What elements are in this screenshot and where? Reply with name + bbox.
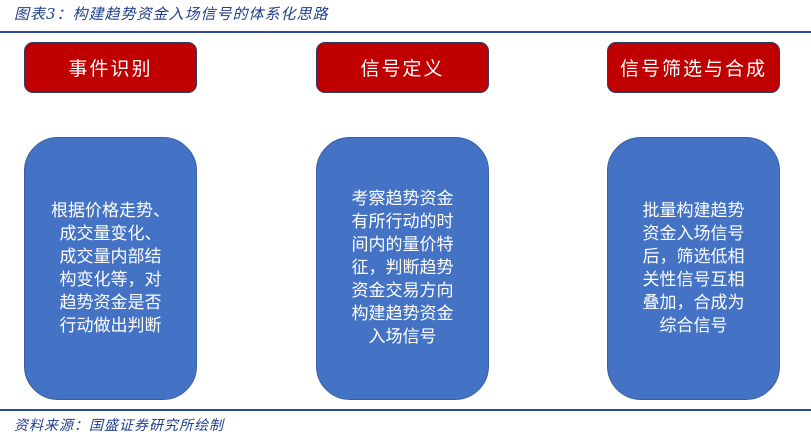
body-line: 叠加，合成为 bbox=[642, 292, 745, 313]
body-line: 行动做出判断 bbox=[59, 315, 162, 336]
figure-title: 图表3：构建趋势资金入场信号的体系化思路 bbox=[14, 5, 329, 23]
body-text: 考察趋势资金 有所行动的时 间内的量价特 征，判断趋势 资金交易方向 构建趋势资… bbox=[352, 188, 454, 349]
body-event-identification: 根据价格走势、 成交量变化、 成交量内部结 构变化等，对 趋势资金是否 行动做出… bbox=[24, 137, 197, 400]
top-divider bbox=[0, 31, 811, 33]
body-line: 资金交易方向 bbox=[351, 281, 454, 301]
body-line: 趋势资金是否 bbox=[59, 292, 162, 313]
body-line: 根据价格走势、 bbox=[51, 200, 170, 221]
body-line: 资金入场信号 bbox=[642, 223, 745, 244]
body-text: 批量构建趋势 资金入场信号 后，筛选低相 关性信号互相 叠加，合成为 综合信号 bbox=[643, 200, 745, 338]
header-label: 信号定义 bbox=[360, 58, 445, 80]
body-line: 成交量内部结 bbox=[59, 246, 162, 267]
header-signal-selection-synthesis: 信号筛选与合成 bbox=[607, 42, 780, 93]
body-text: 根据价格走势、 成交量变化、 成交量内部结 构变化等，对 趋势资金是否 行动做出… bbox=[51, 200, 170, 338]
body-line: 后，筛选低相 bbox=[642, 246, 745, 267]
body-line: 构建趋势资金 bbox=[351, 304, 454, 324]
body-line: 成交量变化、 bbox=[59, 223, 162, 244]
body-line: 间内的量价特 bbox=[351, 235, 454, 255]
body-line: 批量构建趋势 bbox=[642, 200, 745, 221]
source-note: 资料来源：国盛证券研究所绘制 bbox=[14, 418, 224, 434]
body-line: 关性信号互相 bbox=[642, 269, 745, 290]
body-line: 有所行动的时 bbox=[351, 212, 454, 232]
body-line: 构变化等，对 bbox=[59, 269, 162, 290]
header-signal-definition: 信号定义 bbox=[316, 42, 489, 93]
header-event-identification: 事件识别 bbox=[24, 42, 197, 93]
body-line: 征，判断趋势 bbox=[351, 258, 454, 278]
body-line: 入场信号 bbox=[368, 327, 437, 347]
body-line: 综合信号 bbox=[659, 315, 728, 336]
bottom-divider bbox=[0, 409, 811, 411]
header-label: 信号筛选与合成 bbox=[619, 58, 767, 80]
body-line: 考察趋势资金 bbox=[351, 189, 454, 209]
header-label: 事件识别 bbox=[68, 58, 153, 80]
body-signal-selection-synthesis: 批量构建趋势 资金入场信号 后，筛选低相 关性信号互相 叠加，合成为 综合信号 bbox=[607, 137, 780, 400]
body-signal-definition: 考察趋势资金 有所行动的时 间内的量价特 征，判断趋势 资金交易方向 构建趋势资… bbox=[316, 137, 489, 400]
